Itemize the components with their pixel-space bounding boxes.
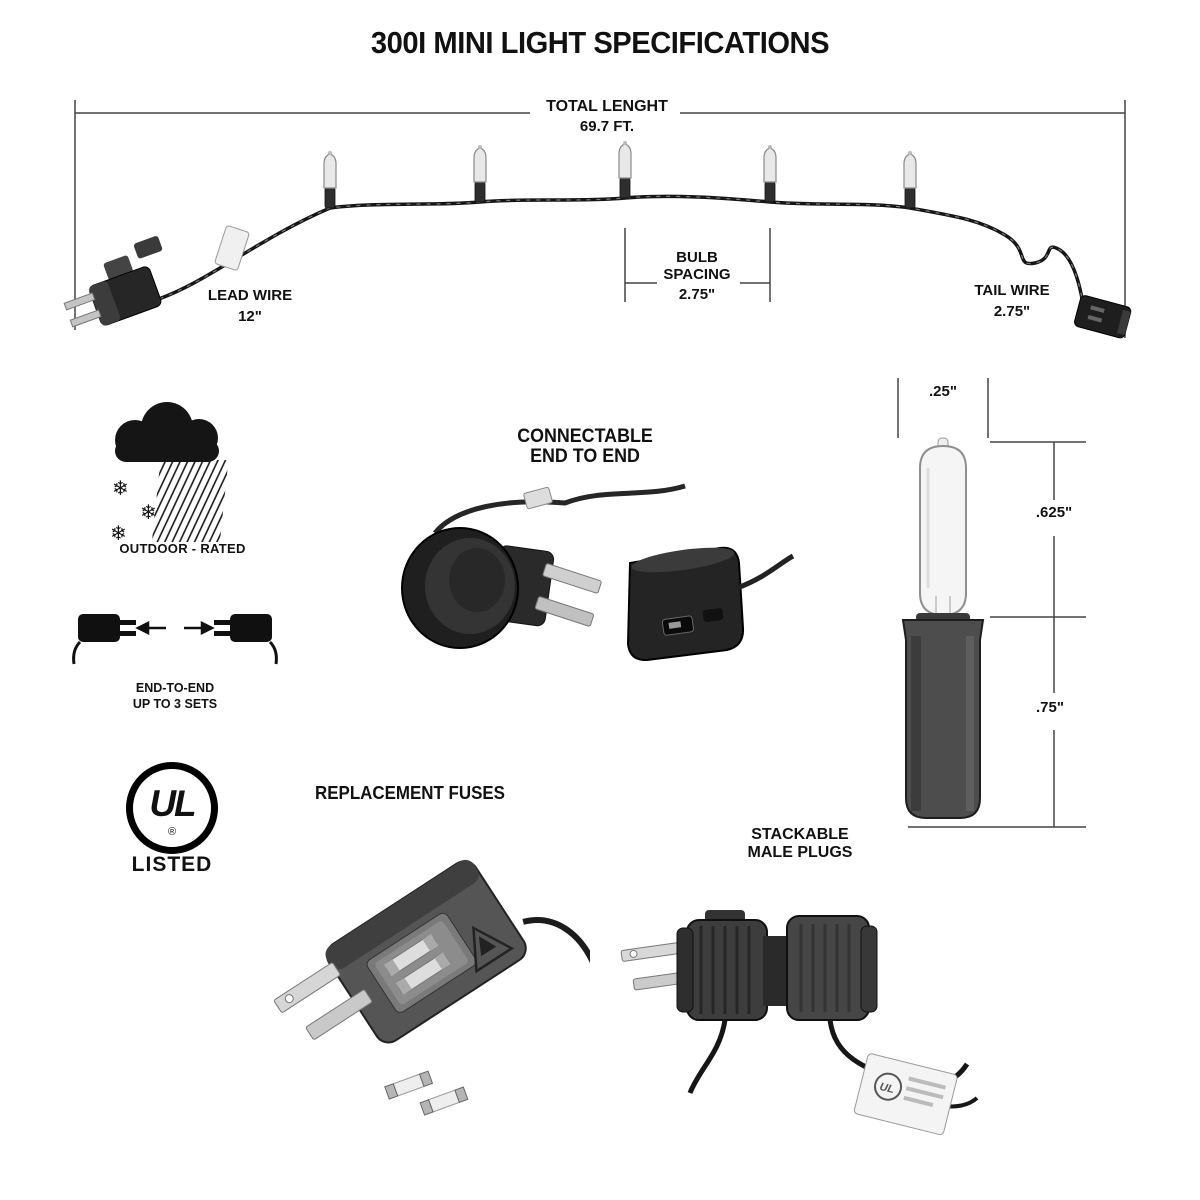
plug-prong: [542, 563, 602, 594]
bulb-dimension-diagram: [897, 378, 1086, 828]
fused-plug: [273, 859, 590, 1044]
tail-wire-label: TAIL WIRE: [974, 282, 1050, 299]
male-plug: [401, 527, 602, 649]
connectable-heading-line1: CONNECTABLE: [517, 426, 653, 447]
total-length-value: 69.7 FT.: [579, 118, 635, 135]
spare-fuse: [419, 1086, 469, 1116]
light-string-diagram: [63, 100, 1132, 339]
plug-prong: [305, 989, 373, 1040]
plug-prong: [273, 962, 341, 1013]
total-length-label: TOTAL LENGHT: [546, 98, 668, 115]
connectable-plugs-illustration: [401, 483, 795, 662]
ul-tag: UL: [853, 1053, 958, 1136]
dimension-lines: [897, 378, 1086, 828]
replacement-fuses-heading: REPLACEMENT FUSES: [315, 783, 505, 803]
registered-mark: ®: [167, 826, 177, 838]
right-plug-shape: [230, 614, 272, 642]
lead-wire-value: 12": [238, 308, 262, 325]
bulb-base-height-value: .75": [1036, 699, 1064, 716]
ul-listed-label: LISTED: [131, 853, 213, 876]
stackable-heading-line2: MALE PLUGS: [747, 844, 853, 861]
mini-bulb: [618, 141, 632, 199]
page-title: 300I MINI LIGHT SPECIFICATIONS: [370, 25, 830, 60]
mini-bulbs: [323, 141, 917, 209]
bulb-base: [901, 613, 985, 819]
outdoor-rated-label: OUTDOOR - RATED: [119, 541, 246, 556]
string-wire: [149, 194, 1087, 316]
mini-bulb: [473, 145, 487, 203]
wire-tag: [214, 225, 250, 271]
bulb-spacing-value: 2.75": [678, 286, 716, 303]
left-plug-shape: [78, 614, 120, 642]
fuse-in-plug: [383, 934, 439, 977]
plug-prong: [534, 596, 594, 627]
bulb-spacing-dimension-lines: [624, 228, 771, 302]
total-length-dimension-lines: [74, 100, 1126, 338]
replacement-fuses-illustration: [273, 859, 590, 1116]
snowflake-icon: ❄: [140, 500, 157, 524]
snowflake-icon: ❄: [110, 521, 127, 545]
bulb-glass-height-value: .625": [1035, 504, 1073, 521]
snowflake-icon: ❄: [112, 476, 129, 500]
stackable-plugs-illustration: UL: [620, 910, 979, 1136]
end-to-end-label-line2: UP TO 3 SETS: [132, 697, 218, 711]
end-to-end-label-line1: END-TO-END: [135, 681, 215, 695]
tail-connector: [1074, 295, 1132, 339]
mini-bulb: [763, 145, 777, 203]
bulb-glass: [919, 437, 967, 617]
warning-triangle: [472, 925, 515, 974]
female-socket: [626, 546, 795, 662]
front-male-plug: [676, 910, 768, 1021]
cloud-snow-rain-icon: [115, 402, 229, 542]
lead-plug: [63, 236, 163, 328]
bulb-tip-width-value: .25": [929, 383, 957, 400]
stackable-heading-line1: STACKABLE: [751, 826, 849, 843]
fuse-in-plug: [395, 952, 451, 995]
back-male-plug: [786, 915, 878, 1021]
rain-hatch: [151, 460, 229, 542]
socket-slot: [702, 608, 724, 622]
wire-clip: [523, 486, 553, 510]
tail-wire-value: 2.75": [993, 303, 1031, 320]
tag-ul-text: UL: [878, 1081, 895, 1096]
connect-arrows: [135, 620, 215, 636]
spare-fuse: [384, 1070, 434, 1100]
mini-bulb: [323, 151, 337, 209]
cloud-shape: [115, 402, 219, 462]
connectable-heading-line2: END TO END: [530, 446, 640, 467]
ul-logo-text: UL: [149, 783, 196, 824]
ul-logo: UL ®: [126, 762, 218, 854]
lead-wire-label: LEAD WIRE: [207, 287, 293, 304]
mini-bulb: [903, 151, 917, 209]
bulb-spacing-label: BULB SPACING: [663, 249, 731, 283]
end-to-end-icon: [72, 614, 278, 665]
